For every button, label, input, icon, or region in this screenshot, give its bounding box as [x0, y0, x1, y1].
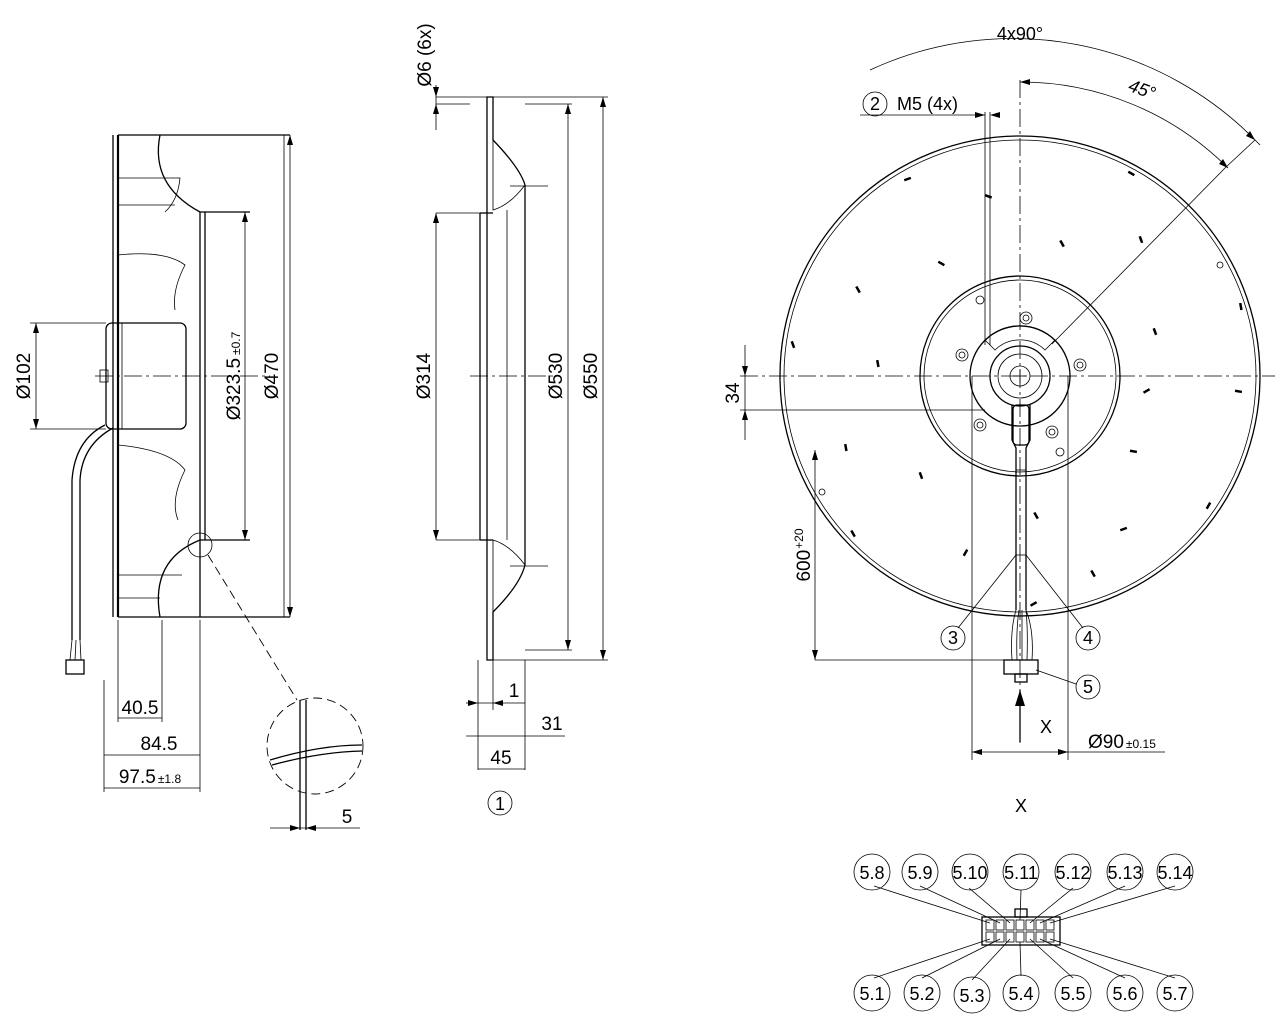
- dim-cable-length-value: 600: [794, 550, 815, 582]
- callout-1: 1: [495, 794, 505, 814]
- callout-4: 4: [1083, 628, 1093, 648]
- dim-dia-90: Ø90±0.15: [1088, 732, 1156, 753]
- dim-1: 1: [509, 681, 520, 702]
- dim-cable-length: 600+20: [792, 528, 815, 581]
- callout-3: 3: [948, 628, 958, 648]
- dim-45: 45: [490, 748, 511, 769]
- dim-bolt-holes: Ø6 (6x): [415, 23, 436, 86]
- dim-inlet-diameter-value: Ø323.5: [224, 358, 245, 420]
- pin-5-10: 5.10: [952, 863, 987, 883]
- pin-5-8: 5.8: [859, 863, 884, 883]
- pin-5-2: 5.2: [909, 984, 934, 1004]
- dim-40-5: 40.5: [122, 698, 159, 719]
- angle-4x90: 4x90°: [997, 24, 1043, 44]
- dim-dia-530: Ø530: [546, 353, 567, 399]
- dim-dia-314: Ø314: [414, 352, 435, 399]
- connector-view-title: X: [1015, 796, 1027, 816]
- pin-5-1: 5.1: [859, 984, 884, 1004]
- front-view: [740, 38, 1275, 760]
- pin-5-14: 5.14: [1157, 863, 1192, 883]
- dim-hub-diameter: Ø102: [14, 353, 35, 399]
- dim-detail-5: 5: [342, 807, 353, 828]
- callout-5: 5: [1083, 677, 1093, 697]
- dim-97-5-value: 97.5: [119, 767, 156, 788]
- pin-5-9: 5.9: [907, 863, 932, 883]
- dim-outer-diameter: Ø470: [262, 353, 283, 399]
- callout-2: 2: [870, 94, 880, 114]
- dim-84-5: 84.5: [141, 734, 178, 755]
- dim-inlet-tolerance: ±0.7: [229, 331, 243, 355]
- dim-97-5-tolerance: ±1.8: [158, 772, 182, 786]
- dim-dia-90-tolerance: ±0.15: [1126, 737, 1156, 751]
- pin-5-12: 5.12: [1055, 863, 1090, 883]
- pin-5-3: 5.3: [959, 986, 984, 1006]
- dim-dia-90-value: Ø90: [1088, 732, 1124, 753]
- pin-5-5: 5.5: [1060, 984, 1085, 1004]
- side-view: [30, 134, 364, 831]
- view-arrow-x-label: X: [1040, 717, 1052, 737]
- dim-34: 34: [723, 382, 744, 404]
- pin-5-7: 5.7: [1162, 984, 1187, 1004]
- pin-5-11: 5.11: [1004, 863, 1038, 883]
- connector-view: [853, 853, 1194, 1014]
- thread-m5: M5 (4x): [897, 94, 958, 114]
- dim-cable-tolerance: +20: [792, 528, 806, 549]
- pin-5-6: 5.6: [1112, 984, 1137, 1004]
- pin-5-13: 5.13: [1107, 863, 1142, 883]
- pin-5-4: 5.4: [1008, 984, 1033, 1004]
- dim-dia-550: Ø550: [581, 353, 602, 399]
- dim-97-5: 97.5±1.8: [119, 767, 182, 788]
- dim-inlet-diameter: Ø323.5 ±0.7: [224, 331, 245, 420]
- dim-31: 31: [541, 714, 562, 735]
- angle-45: 45°: [1126, 75, 1158, 103]
- nozzle-view: [433, 85, 608, 816]
